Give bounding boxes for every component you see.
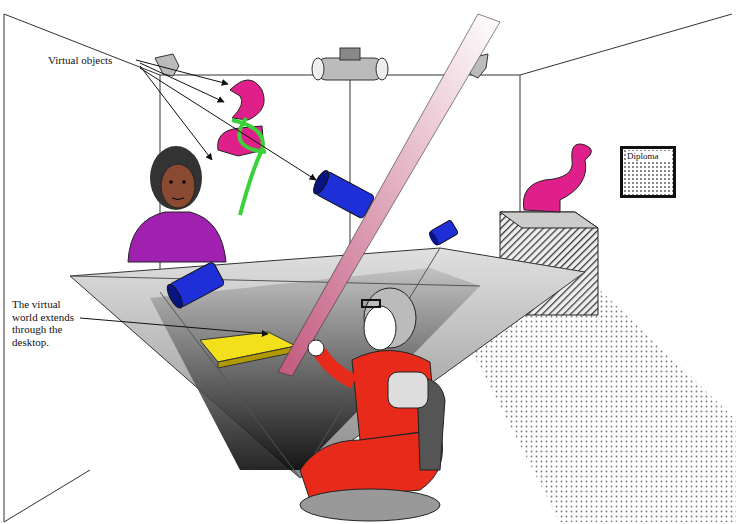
virtual-objects [218, 80, 459, 247]
projector [312, 48, 388, 80]
seated-man [300, 288, 445, 521]
diploma-frame: Diploma [620, 146, 676, 198]
pointer-ray [278, 14, 500, 376]
annotation-label: The virtual world extends through the de… [12, 298, 82, 349]
diploma-text: Diploma [626, 151, 670, 161]
woman-figure [128, 146, 226, 262]
callout-label: Virtual objects [48, 54, 138, 67]
blue-cylinder [164, 261, 225, 310]
